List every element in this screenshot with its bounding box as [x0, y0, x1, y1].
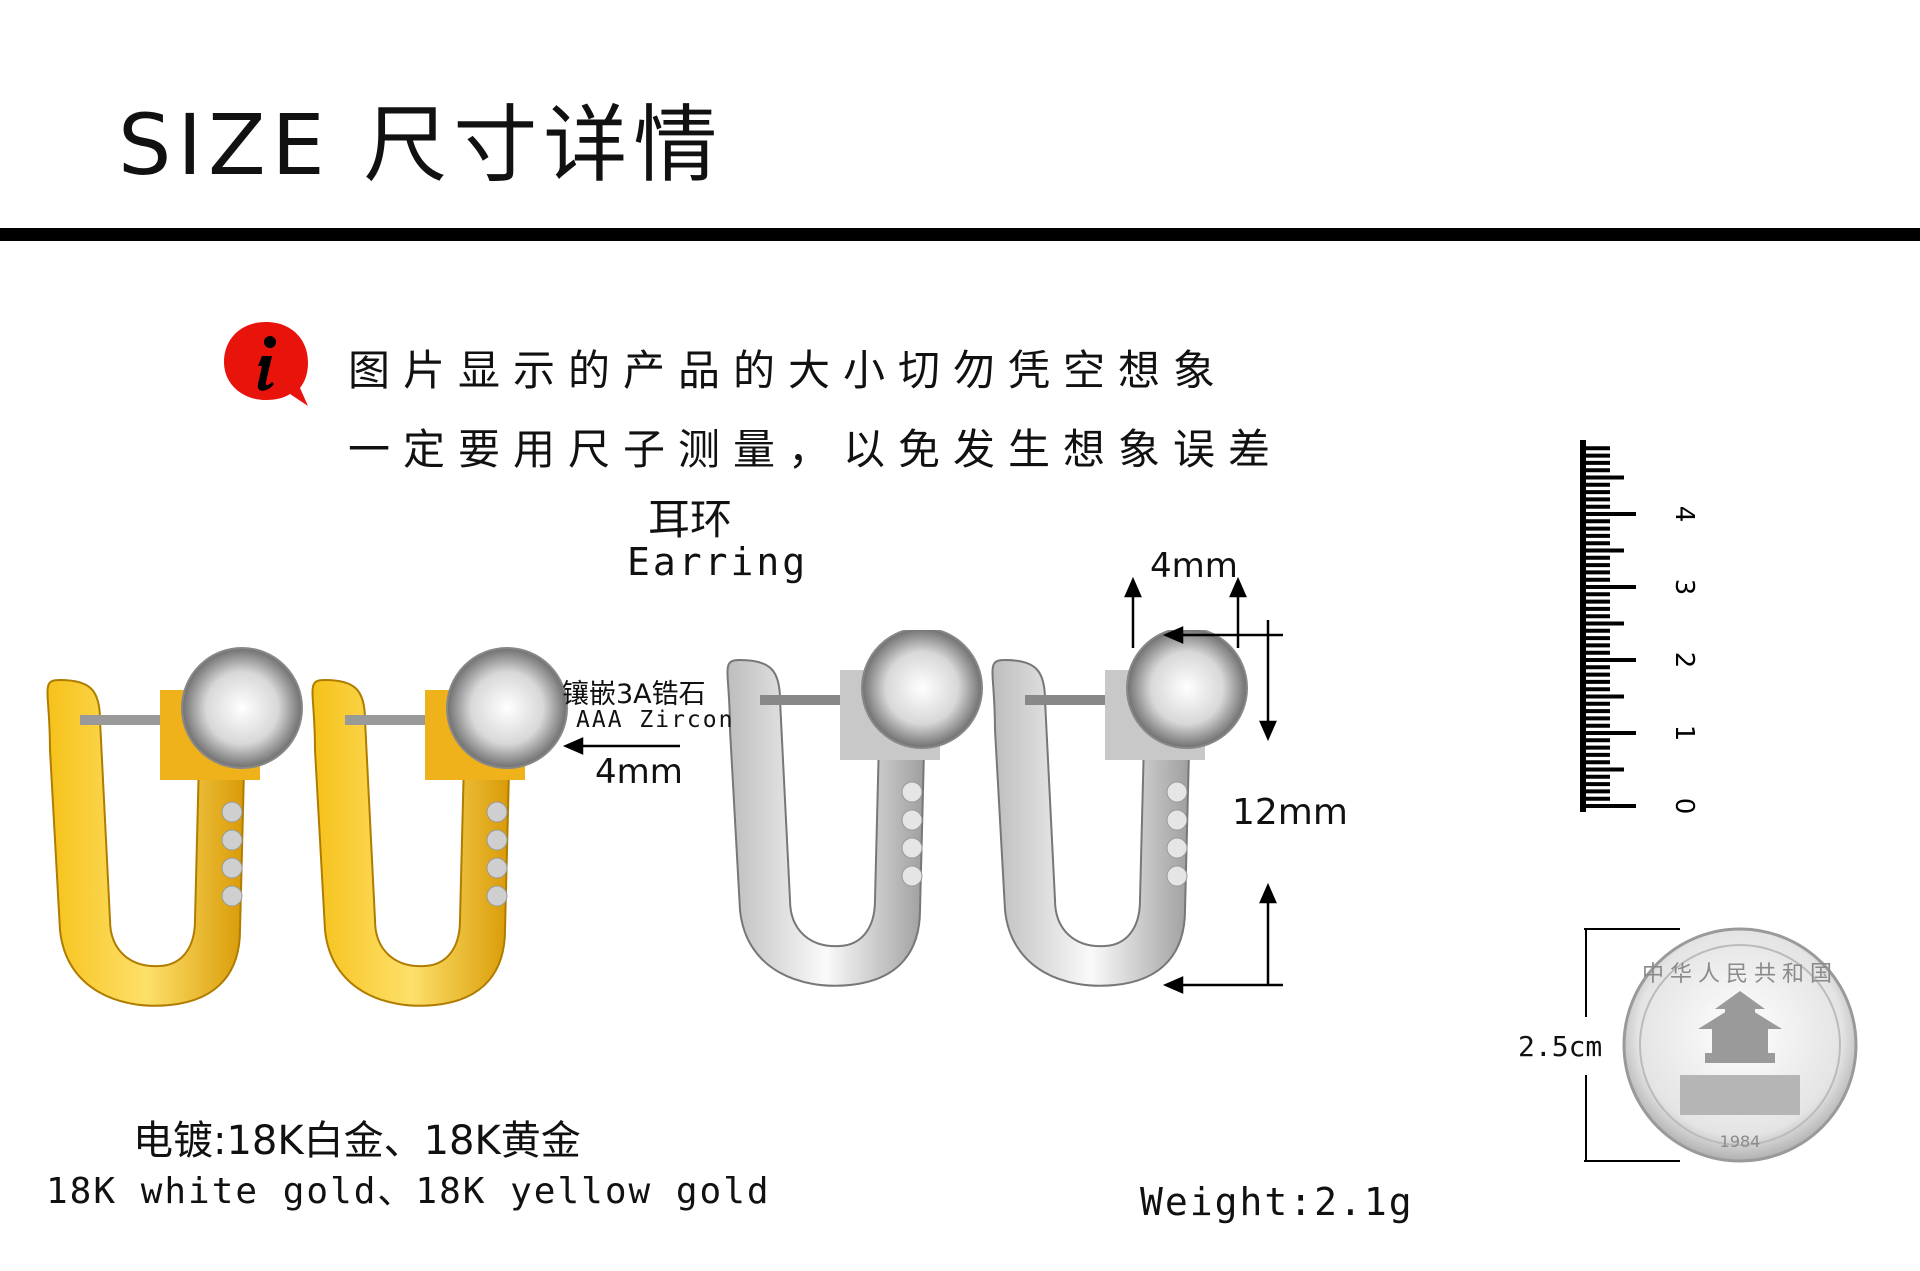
page-title: SIZE 尺寸详情 [118, 96, 724, 194]
zircon-label-cn: 镶嵌3A锆石 [562, 679, 706, 710]
plating-label-en: 18K white gold、18K yellow gold [46, 1171, 771, 1212]
notice-line-1: 图片显示的产品的大小切勿凭空想象 [348, 346, 1229, 395]
coin-diameter-label: 2.5cm [1518, 1030, 1603, 1063]
earrings-illustration [46, 630, 1248, 1007]
coin-illustration: 中华人民共和国 1984 [1584, 927, 1858, 1163]
weight-label: Weight:2.1g [1140, 1180, 1414, 1224]
gold-earring-1 [46, 647, 303, 1007]
silver-earring-2 [991, 630, 1248, 987]
stone-width-label: 4mm [595, 752, 683, 792]
product-name-en: Earring [627, 540, 809, 584]
notice-line-2: 一定要用尺子测量，以免发生想象误差 [348, 425, 1284, 474]
stone-height-label: 4mm [1150, 546, 1238, 586]
earring-length-label: 12mm [1232, 792, 1348, 833]
product-name-cn: 耳环 [648, 495, 733, 544]
gold-earring-2 [311, 647, 568, 1007]
ruler-label: 4 [1669, 506, 1699, 523]
silver-earring-1 [726, 630, 983, 987]
plating-label-cn: 电镀:18K白金、18K黄金 [133, 1118, 581, 1164]
header-divider [0, 228, 1920, 241]
info-icon [224, 322, 308, 406]
ruler-label: 3 [1669, 579, 1699, 596]
zircon-label-en: AAA Zircon [576, 707, 735, 733]
ruler-label: 1 [1669, 725, 1699, 742]
ruler-label: 2 [1669, 652, 1699, 669]
ruler-icon: 0 1 2 3 4 [1580, 440, 1699, 815]
ruler-label: 0 [1669, 798, 1699, 815]
coin-inscription: 中华人民共和国 [1642, 962, 1838, 987]
coin-year: 1984 [1720, 1132, 1761, 1151]
